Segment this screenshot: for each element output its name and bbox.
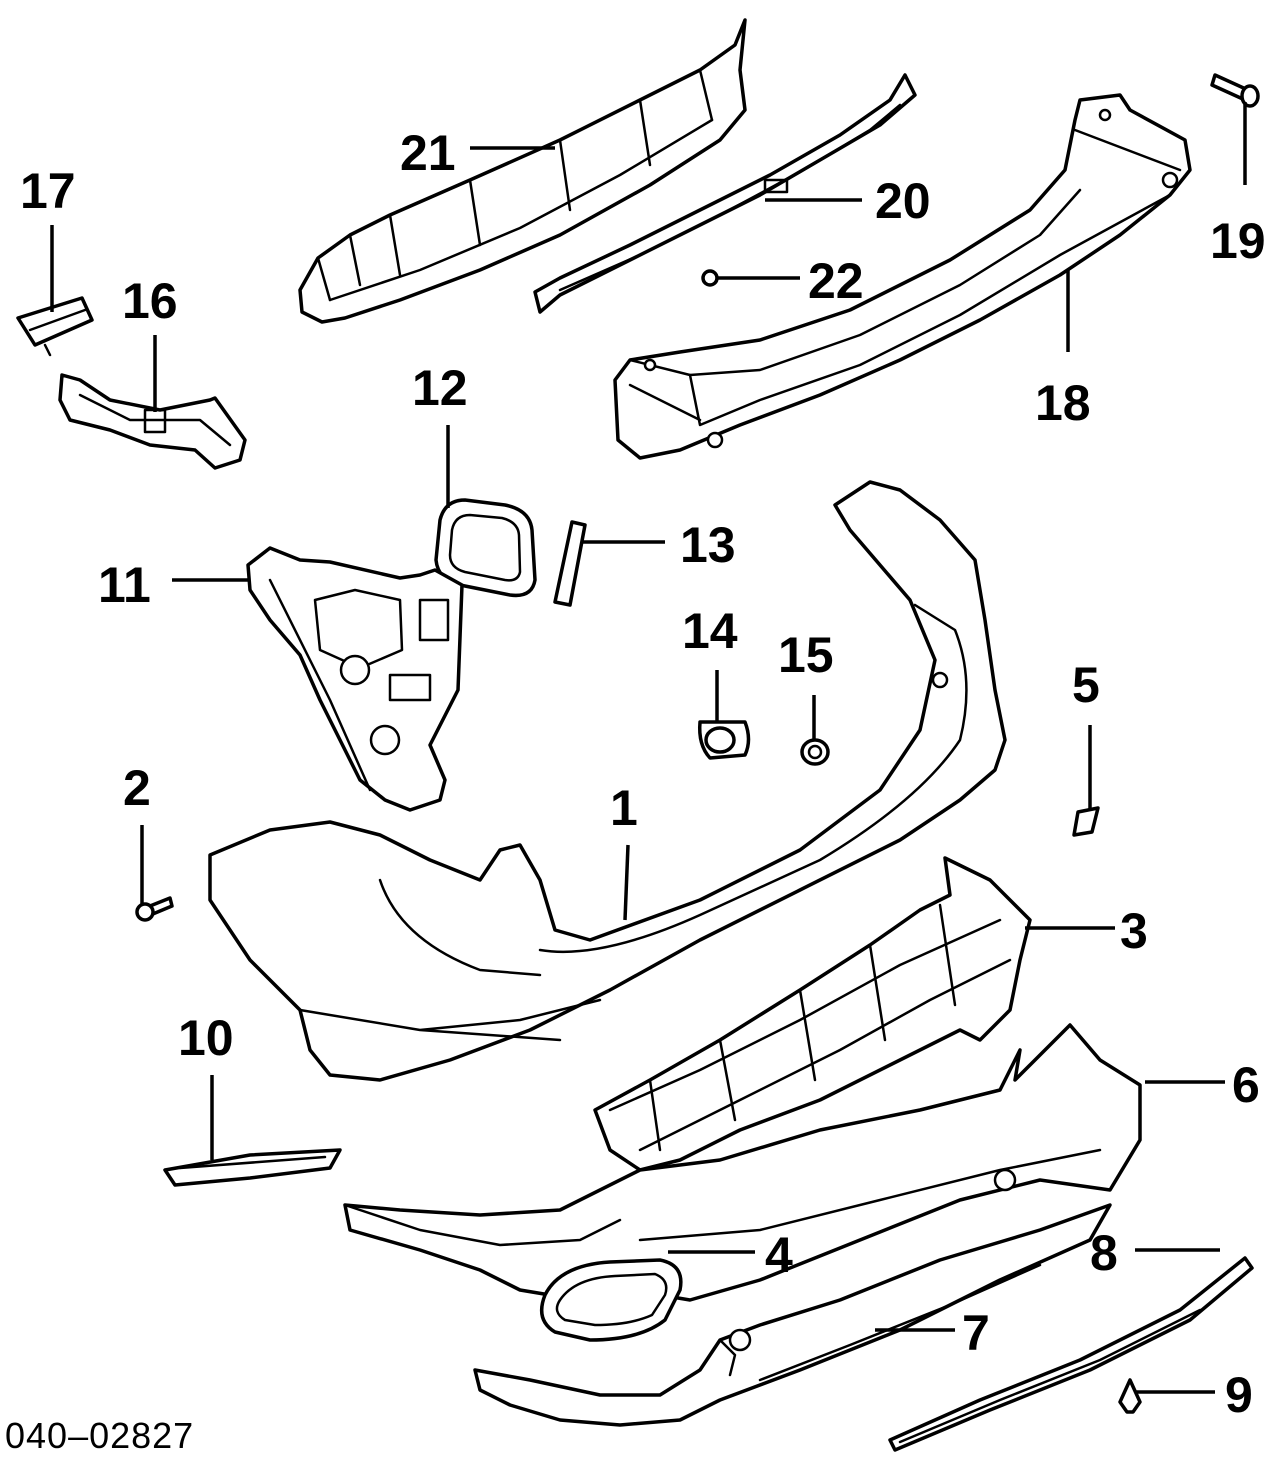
callout-6: 6 <box>1232 1057 1260 1113</box>
callout-19: 19 <box>1210 213 1266 269</box>
part-15-grommet <box>800 738 830 766</box>
leader-lines <box>50 102 1247 1394</box>
part-21-absorber <box>298 18 747 324</box>
part-9-clip <box>1118 1378 1142 1414</box>
part-5-trim <box>1072 806 1100 837</box>
callout-7: 7 <box>962 1305 990 1361</box>
part-13-small-bracket <box>553 520 587 607</box>
callout-9: 9 <box>1225 1367 1253 1423</box>
leader-1 <box>623 844 630 921</box>
callout-22: 22 <box>808 253 864 309</box>
part-18-impact-beam <box>613 93 1192 460</box>
callout-11: 11 <box>98 557 151 613</box>
callout-4: 4 <box>765 1227 793 1283</box>
part-17-clip <box>16 296 94 357</box>
part-11-bracket <box>246 546 464 812</box>
callout-12: 12 <box>412 360 468 416</box>
part-14-sensor <box>697 720 751 760</box>
callout-15: 15 <box>778 627 834 683</box>
callout-3: 3 <box>1120 903 1148 959</box>
callout-8: 8 <box>1090 1225 1118 1281</box>
part-19-bolt <box>1210 73 1260 108</box>
diagram-reference-number: 040–02827 <box>5 1415 194 1456</box>
callout-17: 17 <box>20 163 76 219</box>
part-4-exhaust-surround <box>539 1258 683 1342</box>
callout-14: 14 <box>682 603 738 659</box>
callout-1: 1 <box>610 780 638 836</box>
part-12-gasket <box>434 498 537 598</box>
part-6-lower-valance <box>343 1023 1142 1302</box>
callout-16: 16 <box>122 273 178 329</box>
callout-10: 10 <box>178 1010 234 1066</box>
part-16-side-bracket <box>58 373 247 470</box>
part-1-bumper-cover <box>208 480 1007 1082</box>
part-10-reflector <box>163 1148 342 1187</box>
callout-5: 5 <box>1072 657 1100 713</box>
part-22-plug <box>701 269 719 287</box>
part-2-screw <box>135 896 174 922</box>
callout-13: 13 <box>680 517 736 573</box>
part-3-lower-absorber <box>593 856 1032 1172</box>
callout-20: 20 <box>875 173 931 229</box>
callouts: 21 20 22 19 18 17 16 12 13 11 14 15 5 2 … <box>20 125 1266 1423</box>
part-7-skid-plate <box>473 1203 1112 1427</box>
part-20-upper-bracket <box>533 73 917 314</box>
callout-18: 18 <box>1035 375 1091 431</box>
callout-2: 2 <box>123 760 151 816</box>
part-8-chrome-strip <box>888 1256 1254 1452</box>
callout-21: 21 <box>400 125 456 181</box>
